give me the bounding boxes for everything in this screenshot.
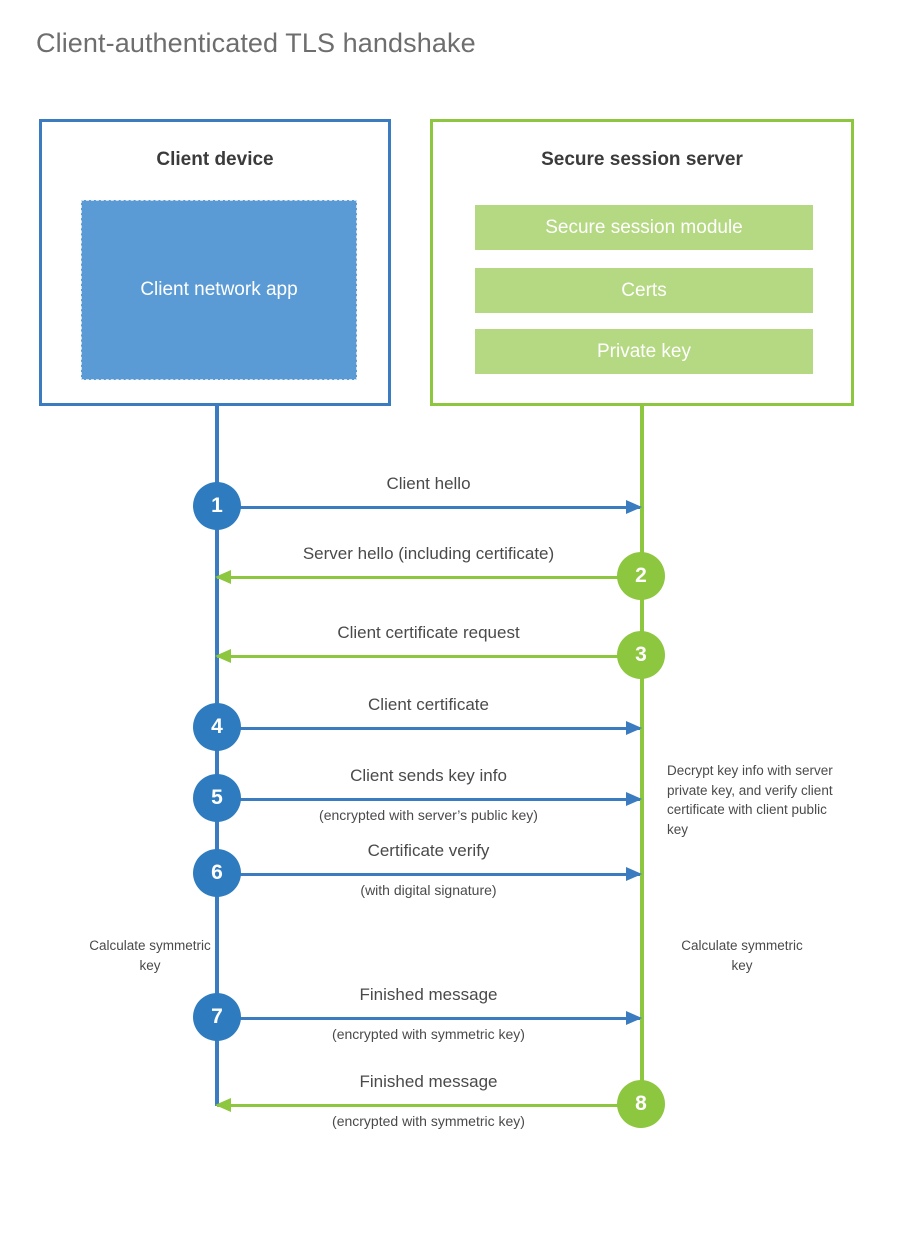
page-title: Client-authenticated TLS handshake (36, 28, 476, 58)
step-4-arrow-head (626, 721, 642, 735)
step-6-sublabel: (with digital signature) (360, 882, 497, 898)
server-module-secure-session-module: Secure session module (475, 205, 813, 250)
note-calculate-symmetric-key-client: Calculate symmetric key (89, 938, 211, 973)
step-1-label: Client hello (386, 474, 471, 493)
step-8-label: Finished message (359, 1072, 498, 1091)
step-3-label: Client certificate request (337, 623, 520, 642)
step-5-sublabel: (encrypted with server’s public key) (319, 807, 538, 823)
client-network-app-block: Client network app (81, 200, 357, 380)
secure-session-server-title: Secure session server (541, 149, 743, 170)
step-3-arrow-line (217, 655, 640, 658)
server-module-private-key: Private key (475, 329, 813, 374)
step-8-sublabel: (encrypted with symmetric key) (332, 1113, 525, 1129)
step-7-label: Finished message (359, 985, 498, 1004)
step-5-arrow-head (626, 792, 642, 806)
step-7-number-badge: 7 (193, 993, 241, 1041)
step-6-arrow-head (626, 867, 642, 881)
step-5-arrow-line (217, 798, 640, 801)
step-7-arrow-head (626, 1011, 642, 1025)
step-4-number-badge: 4 (193, 703, 241, 751)
step-3-number-badge: 3 (617, 631, 665, 679)
server-lifeline (640, 406, 644, 1106)
server-module-certs: Certs (475, 268, 813, 313)
step-1-arrow-line (217, 506, 640, 509)
step-5-number-badge: 5 (193, 774, 241, 822)
step-4-arrow-line (217, 727, 640, 730)
step-2-number-badge: 2 (617, 552, 665, 600)
secure-session-server-box: Secure session server Secure session mod… (430, 119, 854, 406)
step-7-sublabel: (encrypted with symmetric key) (332, 1026, 525, 1042)
step-1-arrow-head (626, 500, 642, 514)
note-decrypt-key-info: Decrypt key info with server private key… (667, 763, 833, 837)
step-1-number-badge: 1 (193, 482, 241, 530)
step-2-arrow-head (215, 570, 231, 584)
step-8-arrow-head (215, 1098, 231, 1112)
step-7-arrow-line (217, 1017, 640, 1020)
step-6-arrow-line (217, 873, 640, 876)
step-4-label: Client certificate (368, 695, 489, 714)
step-2-arrow-line (217, 576, 640, 579)
client-device-title: Client device (156, 149, 274, 170)
step-6-label: Certificate verify (367, 841, 490, 860)
step-6-number-badge: 6 (193, 849, 241, 897)
step-2-label: Server hello (including certificate) (302, 544, 555, 563)
step-8-number-badge: 8 (617, 1080, 665, 1128)
client-lifeline (215, 406, 219, 1106)
step-3-arrow-head (215, 649, 231, 663)
step-8-arrow-line (217, 1104, 640, 1107)
note-calculate-symmetric-key-server: Calculate symmetric key (681, 938, 803, 973)
client-device-box: Client device Client network app (39, 119, 391, 406)
step-5-label: Client sends key info (350, 766, 507, 785)
